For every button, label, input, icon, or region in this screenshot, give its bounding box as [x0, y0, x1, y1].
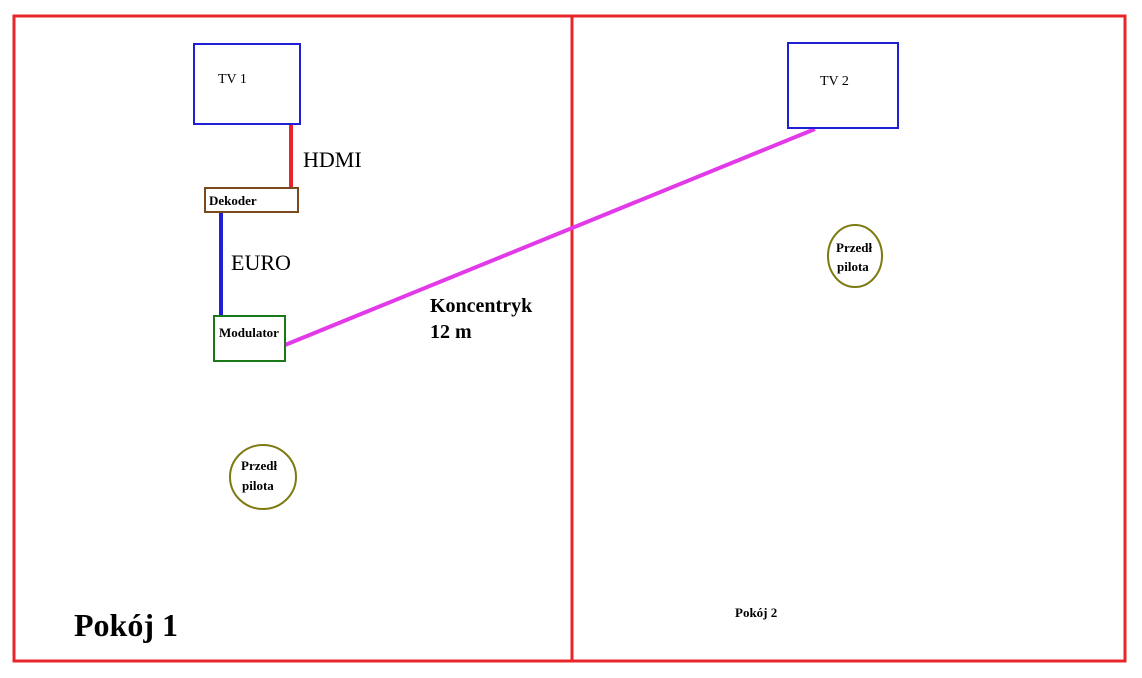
remote-extender-room-1-line-2: pilota — [242, 478, 274, 493]
room-1-label: Pokój 1 — [74, 607, 178, 643]
remote-extender-room-2-line-2: pilota — [837, 259, 869, 274]
tv-1-label: TV 1 — [218, 72, 247, 87]
coax-cable — [284, 127, 816, 347]
hdmi-label: HDMI — [303, 147, 362, 172]
decoder-box — [204, 187, 299, 213]
remote-extender-room-1-line-1: Przedł — [241, 458, 277, 473]
remote-extender-room-2-line-1: Przedł — [836, 240, 872, 255]
euro-label: EURO — [231, 250, 291, 275]
remote-extender-room-2 — [827, 224, 883, 288]
remote-extender-room-1 — [229, 444, 297, 510]
modulator-box — [213, 315, 286, 362]
room-2-label: Pokój 2 — [735, 605, 777, 620]
tv-1-box — [193, 43, 301, 125]
modulator-label: Modulator — [219, 325, 279, 340]
tv-2-box — [787, 42, 899, 129]
room-2-boundary — [570, 14, 1127, 663]
decoder-label: Dekoder — [209, 193, 257, 208]
tv-2-label: TV 2 — [820, 74, 849, 89]
coax-label-line-2: 12 m — [430, 321, 472, 343]
coax-label-line-1: Koncentryk — [430, 295, 533, 317]
